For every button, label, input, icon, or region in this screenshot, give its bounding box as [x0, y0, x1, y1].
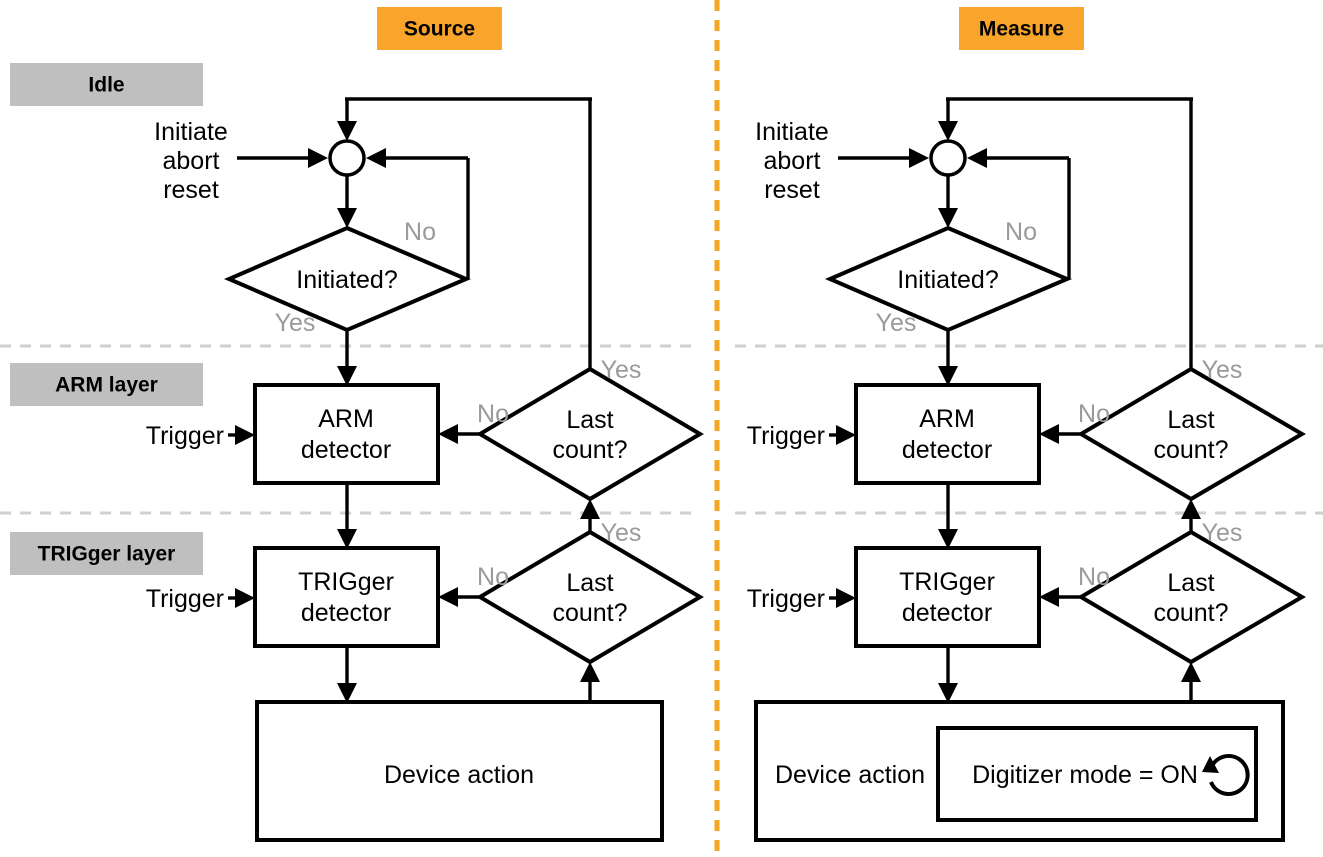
source-trig-last-count-line1: Last	[566, 569, 613, 597]
measure-arm-last-count-yes-label: Yes	[1202, 356, 1243, 384]
measure-no-loop-arrowhead	[967, 148, 987, 168]
measure-trig-trigger-arrowhead	[836, 588, 856, 608]
measure-trigger-detector-box	[854, 546, 1041, 648]
measure-trig-no-arrowhead	[1039, 587, 1059, 607]
source-trig-last-count-yes-label: Yes	[601, 519, 642, 547]
banner-measure: Measure	[959, 7, 1084, 50]
svg-text:Initiate: Initiate	[755, 118, 829, 146]
measure-trig-last-count-decision	[1077, 529, 1306, 665]
measure-trig-to-device-arrowhead	[938, 683, 958, 703]
source-trig-last-count-line2: count?	[552, 599, 627, 627]
svg-text:reset: reset	[764, 176, 820, 204]
source-trig-trigger-label: Trigger	[146, 585, 224, 613]
source-trig-detector-line2: detector	[301, 599, 391, 627]
source-arm-last-count-yes-label: Yes	[601, 356, 642, 384]
source-arm-last-count-decision	[476, 366, 704, 502]
source-trig-trigger-arrowhead	[235, 588, 255, 608]
measure-top-feedback-arrowhead	[938, 121, 958, 141]
measure-trig-last-count-no-label: No	[1078, 563, 1110, 591]
source-arm-last-count-line2: count?	[552, 436, 627, 464]
source-input-arrowhead	[308, 148, 328, 168]
source-initiated-no-label: No	[404, 218, 436, 246]
measure-panel: Initiate abort reset Initiated? N	[747, 97, 1306, 842]
measure-trig-last-count-line2: count?	[1153, 599, 1228, 627]
measure-trig-yes-feedback-arrowhead	[1181, 499, 1201, 519]
source-device-to-trig-arrowhead	[580, 662, 600, 682]
source-arm-last-count-line1: Last	[566, 406, 613, 434]
banner-layer-arm: ARM layer	[10, 363, 203, 406]
source-arm-detector-line2: detector	[301, 436, 391, 464]
source-no-loop-arrowhead	[366, 148, 386, 168]
measure-device-to-trig-arrowhead	[1181, 662, 1201, 682]
measure-arm-detector-line1: ARM	[919, 405, 975, 433]
svg-text:Initiate: Initiate	[154, 118, 228, 146]
banner-layer-idle-label: Idle	[88, 74, 124, 97]
svg-text:abort: abort	[764, 147, 821, 175]
source-arm-no-arrowhead	[438, 424, 458, 444]
banner-layer-trigger-label: TRIGger layer	[38, 543, 176, 566]
measure-arm-trigger-label: Trigger	[747, 422, 825, 450]
measure-arm-trigger-arrowhead	[836, 425, 856, 445]
measure-input-label: Initiate abort reset	[755, 118, 829, 204]
digitizer-mode-label: Digitizer mode = ON	[972, 761, 1198, 789]
measure-arm-detector-line2: detector	[902, 436, 992, 464]
measure-arm-last-count-decision	[1077, 366, 1306, 502]
source-arm-last-count-no-label: No	[477, 400, 509, 428]
measure-arm-to-trig-arrowhead	[938, 529, 958, 549]
banner-source: Source	[377, 7, 502, 50]
source-trigger-detector-box	[253, 546, 440, 648]
measure-initiated-label: Initiated?	[897, 266, 998, 294]
svg-text:abort: abort	[163, 147, 220, 175]
source-arm-to-trig-arrowhead	[337, 529, 357, 549]
source-trig-no-arrowhead	[438, 587, 458, 607]
source-trig-detector-line1: TRIGger	[298, 568, 394, 596]
measure-arm-last-count-no-label: No	[1078, 400, 1110, 428]
source-initiated-yes-arrowhead	[337, 366, 357, 386]
source-trig-last-count-decision	[476, 529, 704, 665]
source-initiated-yes-label: Yes	[275, 309, 316, 337]
source-initiated-label: Initiated?	[296, 266, 397, 294]
measure-arm-detector-box	[854, 383, 1041, 485]
banner-layer-arm-label: ARM layer	[55, 374, 158, 397]
banner-source-label: Source	[404, 18, 475, 41]
source-trig-yes-feedback-arrowhead	[580, 499, 600, 519]
source-trig-last-count-no-label: No	[477, 563, 509, 591]
source-arm-trigger-label: Trigger	[146, 422, 224, 450]
source-junction-node	[328, 139, 366, 177]
measure-trig-last-count-yes-label: Yes	[1202, 519, 1243, 547]
banner-layer-idle: Idle	[10, 63, 203, 106]
measure-device-action-label: Device action	[775, 761, 925, 789]
digitizer-mode-box	[936, 726, 1258, 822]
banner-measure-label: Measure	[979, 18, 1064, 41]
measure-arm-last-count-line1: Last	[1167, 406, 1214, 434]
measure-input-arrowhead	[909, 148, 929, 168]
source-trig-to-device-arrowhead	[337, 683, 357, 703]
source-arm-detector-box	[253, 383, 440, 485]
measure-initiated-yes-arrowhead	[938, 366, 958, 386]
source-device-action-box	[255, 700, 664, 842]
measure-arm-no-arrowhead	[1039, 424, 1059, 444]
measure-trig-detector-line1: TRIGger	[899, 568, 995, 596]
measure-arm-last-count-line2: count?	[1153, 436, 1228, 464]
source-arm-trigger-arrowhead	[235, 425, 255, 445]
measure-initiated-no-label: No	[1005, 218, 1037, 246]
source-panel: Initiate abort reset Initiated? N	[146, 97, 704, 842]
measure-trig-last-count-line1: Last	[1167, 569, 1214, 597]
measure-initiated-yes-label: Yes	[876, 309, 917, 337]
measure-trig-trigger-label: Trigger	[747, 585, 825, 613]
source-top-feedback-arrowhead	[337, 121, 357, 141]
measure-junction-node	[929, 139, 967, 177]
source-junction-to-initiated-arrowhead	[337, 208, 357, 228]
svg-text:reset: reset	[163, 176, 219, 204]
source-input-label: Initiate abort reset	[154, 118, 228, 204]
source-arm-detector-line1: ARM	[318, 405, 374, 433]
banner-layer-trigger: TRIGger layer	[10, 532, 203, 575]
measure-trig-detector-line2: detector	[902, 599, 992, 627]
measure-junction-to-initiated-arrowhead	[938, 208, 958, 228]
source-device-action-label: Device action	[384, 761, 534, 789]
loop-arrow-icon	[1202, 754, 1250, 796]
